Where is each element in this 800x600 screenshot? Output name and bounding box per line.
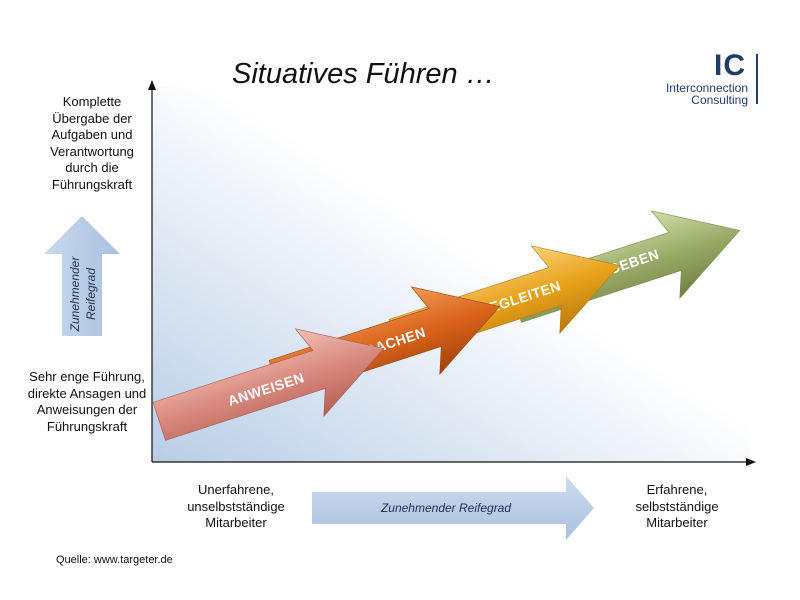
page-title: Situatives Führen … — [232, 58, 495, 90]
vertical-maturity-arrow — [44, 216, 120, 336]
source-note: Quelle: www.targeter.de — [56, 554, 173, 566]
y-axis-top-label: Komplette Übergabe der Aufgaben und Vera… — [50, 94, 134, 192]
logo-line2: Consulting — [691, 93, 748, 107]
horizontal-arrow-label: Zunehmender Reifegrad — [380, 501, 511, 515]
y-axis-bottom-label: Sehr enge Führung, direkte Ansagen und A… — [27, 369, 147, 434]
vertical-arrow-label-line2: Reifegrad — [84, 268, 98, 320]
x-axis-arrowhead — [746, 458, 756, 466]
company-logo: IC Interconnection Consulting — [658, 49, 758, 107]
horizontal-maturity-arrow — [312, 476, 594, 540]
logo-abbreviation: IC — [714, 49, 746, 82]
x-axis-left-label: Unerfahrene, unselbstständige Mitarbeite… — [187, 482, 285, 530]
y-axis-arrowhead — [148, 80, 156, 90]
vertical-arrow-label-line1: Zunehmender — [68, 256, 82, 333]
logo-divider — [756, 54, 758, 104]
logo-line1: Interconnection — [665, 81, 748, 95]
x-axis-right-label: Erfahrene, selbstständige Mitarbeiter — [635, 482, 719, 530]
